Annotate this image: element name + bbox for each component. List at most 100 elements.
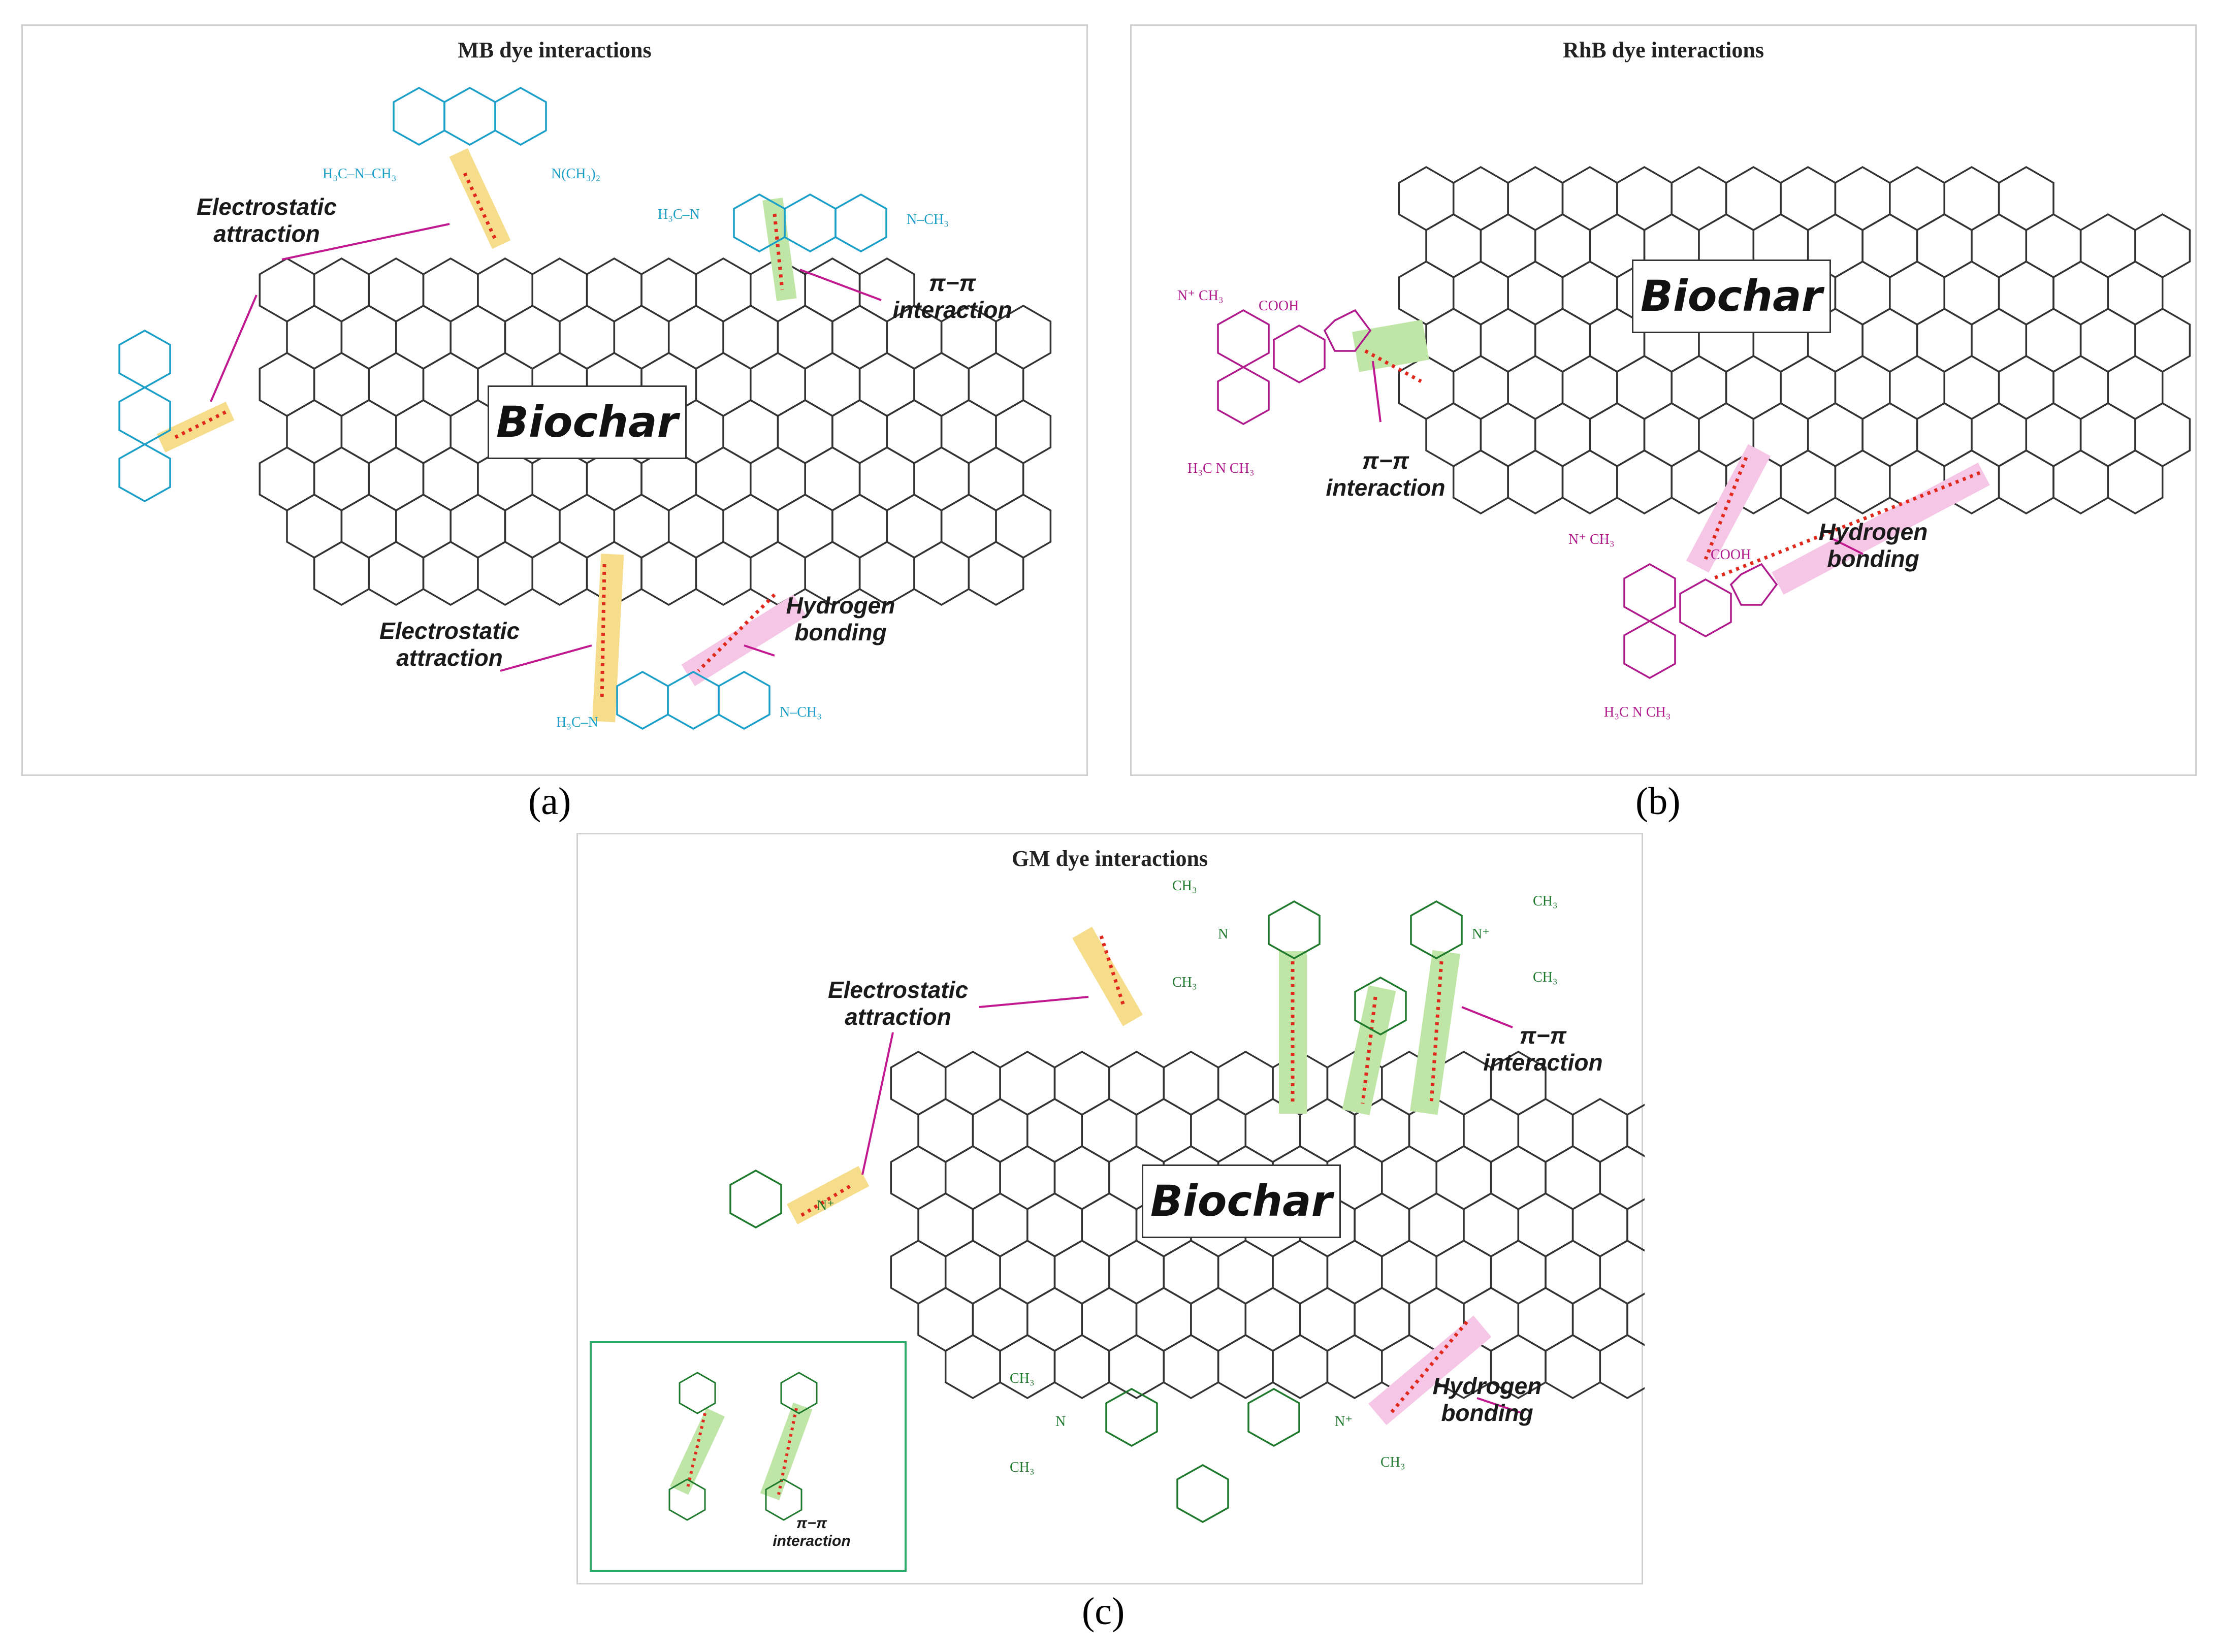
chem-label: CH₃: [1172, 975, 1197, 990]
carbon-ring: [1272, 1239, 1329, 1305]
pi-highlight: [760, 1402, 813, 1501]
carbon-ring: [313, 446, 370, 512]
carbon-ring: [777, 493, 833, 559]
carbon-ring: [559, 304, 616, 370]
panel-a: MB dye interactions: [21, 24, 1088, 776]
carbon-ring: [972, 1192, 1029, 1258]
carbon-ring: [940, 399, 997, 465]
carbon-ring: [449, 304, 506, 370]
carbon-ring: [1571, 1192, 1628, 1258]
carbon-ring: [1326, 1239, 1383, 1305]
chem-label: CH₃: [1533, 969, 1558, 985]
panel-b-diagram: N⁺ CH₃ COOH H₃C N CH₃ N⁺ CH₃ COOH H₃C N …: [1177, 166, 2191, 720]
carbon-ring: [831, 493, 888, 559]
arrow: [744, 644, 775, 657]
gm-dye-molecule: [729, 1169, 782, 1229]
mb-dye-molecule: [616, 670, 770, 730]
chem-label: N: [1218, 926, 1228, 942]
arrow: [1832, 538, 1864, 555]
carbon-ring: [722, 304, 779, 370]
carbon-ring: [2107, 449, 2164, 515]
carbon-ring: [313, 540, 370, 606]
carbon-ring: [1507, 449, 1564, 515]
electrostatic-label-bottom: Electrostatic attraction: [379, 618, 520, 671]
gm-dye-molecule: [668, 1372, 818, 1521]
chem-label: N⁺ CH₃: [1177, 288, 1224, 304]
chem-label: H₃C N CH₃: [1604, 704, 1671, 720]
dotted-bond: [600, 564, 606, 702]
carbon-ring: [1861, 213, 1918, 279]
carbon-ring: [477, 257, 533, 323]
mb-dye-molecule: [733, 193, 887, 253]
chem-label: N⁺ CH₃: [1568, 532, 1615, 547]
carbon-ring: [722, 399, 779, 465]
dotted-bond: [1099, 935, 1126, 1008]
mb-dye-molecule: [393, 86, 547, 146]
carbon-ring: [1616, 166, 1673, 232]
carbon-ring: [1889, 166, 1945, 232]
chem-label: N⁺: [817, 1198, 834, 1214]
carbon-ring: [1671, 354, 1727, 420]
carbon-ring: [968, 351, 1024, 417]
carbon-ring: [313, 257, 370, 323]
carbon-ring: [913, 446, 970, 512]
inset-pi-pi-label: π−π interaction: [773, 1515, 851, 1549]
carbon-ring: [913, 351, 970, 417]
biochar-label: Biochar: [1632, 260, 1831, 333]
electrostatic-label: Electrostatic attraction: [827, 977, 969, 1030]
carbon-ring: [968, 446, 1024, 512]
carbon-ring: [1135, 1286, 1192, 1352]
carbon-ring: [504, 304, 561, 370]
carbon-ring: [1780, 449, 1837, 515]
biochar-label: Biochar: [1142, 1164, 1341, 1238]
carbon-ring: [1081, 1192, 1138, 1258]
arrow: [1476, 1397, 1523, 1414]
carbon-ring: [1108, 1239, 1165, 1305]
carbon-ring: [695, 257, 752, 323]
carbon-ring: [1916, 213, 1973, 279]
carbon-ring: [1971, 213, 2028, 279]
carbon-ring: [1326, 1334, 1383, 1400]
carbon-ring: [777, 399, 833, 465]
chem-label: H₃C–N–CH₃: [323, 166, 397, 182]
chem-label: N(CH₃)₂: [551, 166, 600, 182]
carbon-ring: [1299, 1286, 1356, 1352]
carbon-ring: [1971, 307, 2028, 373]
carbon-ring: [640, 540, 697, 606]
carbon-ring: [804, 351, 861, 417]
carbon-ring: [1861, 307, 1918, 373]
carbon-ring: [999, 1050, 1056, 1116]
carbon-ring: [1626, 1104, 1645, 1157]
carbon-ring: [259, 446, 315, 512]
carbon-ring: [1561, 449, 1618, 515]
carbon-ring: [995, 399, 1052, 465]
carbon-ring: [340, 493, 397, 559]
caption-a: (a): [528, 780, 571, 823]
arrow: [861, 1032, 894, 1175]
carbon-ring: [395, 493, 452, 559]
arrow: [1372, 361, 1382, 423]
carbon-ring: [1561, 166, 1618, 232]
carbon-ring: [1861, 402, 1918, 468]
carbon-ring: [2107, 354, 2164, 420]
carbon-ring: [1616, 354, 1673, 420]
carbon-ring: [1190, 1097, 1247, 1163]
carbon-ring: [1452, 354, 1509, 420]
carbon-ring: [1490, 1239, 1547, 1305]
biochar-sheet: [259, 257, 1052, 606]
carbon-ring: [1081, 1097, 1138, 1163]
rhb-dye-molecule: [1217, 309, 1372, 426]
carbon-ring: [1545, 1239, 1601, 1305]
dotted-bond: [773, 213, 784, 290]
carbon-ring: [1545, 1145, 1601, 1211]
carbon-ring: [613, 304, 670, 370]
carbon-ring: [1272, 1334, 1329, 1400]
carbon-ring: [340, 304, 397, 370]
chem-label: N: [1055, 1414, 1066, 1430]
carbon-ring: [1943, 166, 2000, 232]
chem-label: CH₃: [1172, 878, 1197, 894]
pi-pi-label: π−π interaction: [1483, 1022, 1603, 1076]
carbon-ring: [1626, 1292, 1645, 1346]
carbon-ring: [1081, 1286, 1138, 1352]
carbon-ring: [695, 351, 752, 417]
